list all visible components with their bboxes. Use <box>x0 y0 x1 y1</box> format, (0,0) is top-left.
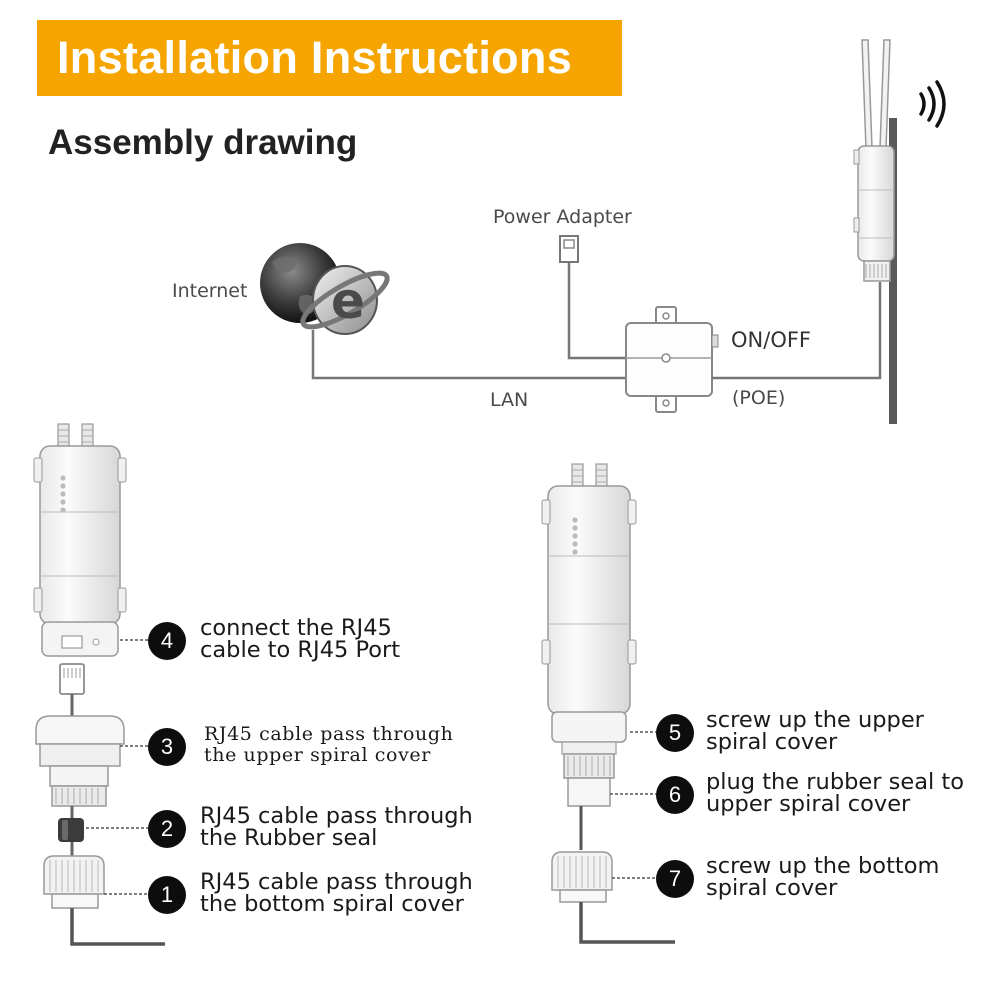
step-number: 5 <box>656 714 694 752</box>
lan-cable <box>311 330 626 380</box>
step-1: 1 RJ45 cable pass through the bottom spi… <box>148 871 473 915</box>
left-leader-lines <box>86 639 148 895</box>
step-line-2: the bottom spiral cover <box>200 891 464 917</box>
step-line-1: screw up the upper <box>706 707 924 733</box>
step-line-2: spiral cover <box>706 729 838 755</box>
onoff-label: ON/OFF <box>731 328 812 352</box>
step-description: plug the rubber seal to upper spiral cov… <box>706 769 964 817</box>
poe-injector-icon <box>625 306 719 413</box>
step-number: 4 <box>148 622 186 660</box>
power-cable <box>567 262 626 360</box>
step-6: 6 plug the rubber seal to upper spiral c… <box>656 771 964 815</box>
step-line-1: plug the rubber seal to <box>706 769 964 795</box>
step-line-2: the Rubber seal <box>200 825 378 851</box>
step-line-1: RJ45 cable pass through <box>200 803 473 829</box>
step-description: connect the RJ45 cable to RJ45 Port <box>200 615 401 663</box>
step-line-2: the upper spiral cover <box>204 744 431 766</box>
wifi-signal-icon <box>919 80 946 128</box>
step-4: 4 connect the RJ45 cable to RJ45 Port <box>148 617 400 661</box>
poe-label: (POE) <box>732 387 786 409</box>
page-title: Installation Instructions <box>57 32 573 83</box>
step-description: RJ45 cable pass through the bottom spira… <box>200 869 473 917</box>
step-description: screw up the upper spiral cover <box>706 707 924 755</box>
step-line-1: connect the RJ45 <box>200 615 392 641</box>
internet-label: Internet <box>172 280 248 302</box>
right-device-assembly <box>541 463 675 944</box>
step-line-1: screw up the bottom <box>706 853 940 879</box>
title-banner: Installation Instructions <box>37 20 622 96</box>
step-line-1: RJ45 cable pass through <box>200 869 473 895</box>
step-2: 2 RJ45 cable pass through the Rubber sea… <box>148 805 473 849</box>
section-subtitle: Assembly drawing <box>48 123 358 162</box>
poe-cable <box>712 282 882 380</box>
right-leader-lines <box>610 731 656 879</box>
step-7: 7 screw up the bottom spiral cover <box>656 855 939 899</box>
step-5: 5 screw up the upper spiral cover <box>656 709 924 753</box>
step-3: 3 RJ45 cable pass through the upper spir… <box>148 724 454 766</box>
step-description: screw up the bottom spiral cover <box>706 853 940 901</box>
step-number: 2 <box>148 810 186 848</box>
step-number: 7 <box>656 860 694 898</box>
mounting-pole <box>889 118 897 424</box>
step-number: 3 <box>148 728 186 766</box>
power-adapter-label: Power Adapter <box>493 206 632 228</box>
lan-label: LAN <box>490 389 529 411</box>
step-line-2: spiral cover <box>706 875 838 901</box>
internet-globe-icon: e <box>260 243 390 335</box>
step-line-2: cable to RJ45 Port <box>200 637 401 663</box>
power-plug-icon <box>559 235 579 263</box>
step-description: RJ45 cable pass through the upper spiral… <box>204 724 454 766</box>
step-number: 1 <box>148 876 186 914</box>
step-line-1: RJ45 cable pass through <box>204 723 454 745</box>
outdoor-ap-icon <box>853 39 895 282</box>
step-description: RJ45 cable pass through the Rubber seal <box>200 803 473 851</box>
step-number: 6 <box>656 776 694 814</box>
left-device-assembly <box>33 423 165 946</box>
step-line-2: upper spiral cover <box>706 791 911 817</box>
ie-e-glyph: e <box>331 272 365 330</box>
